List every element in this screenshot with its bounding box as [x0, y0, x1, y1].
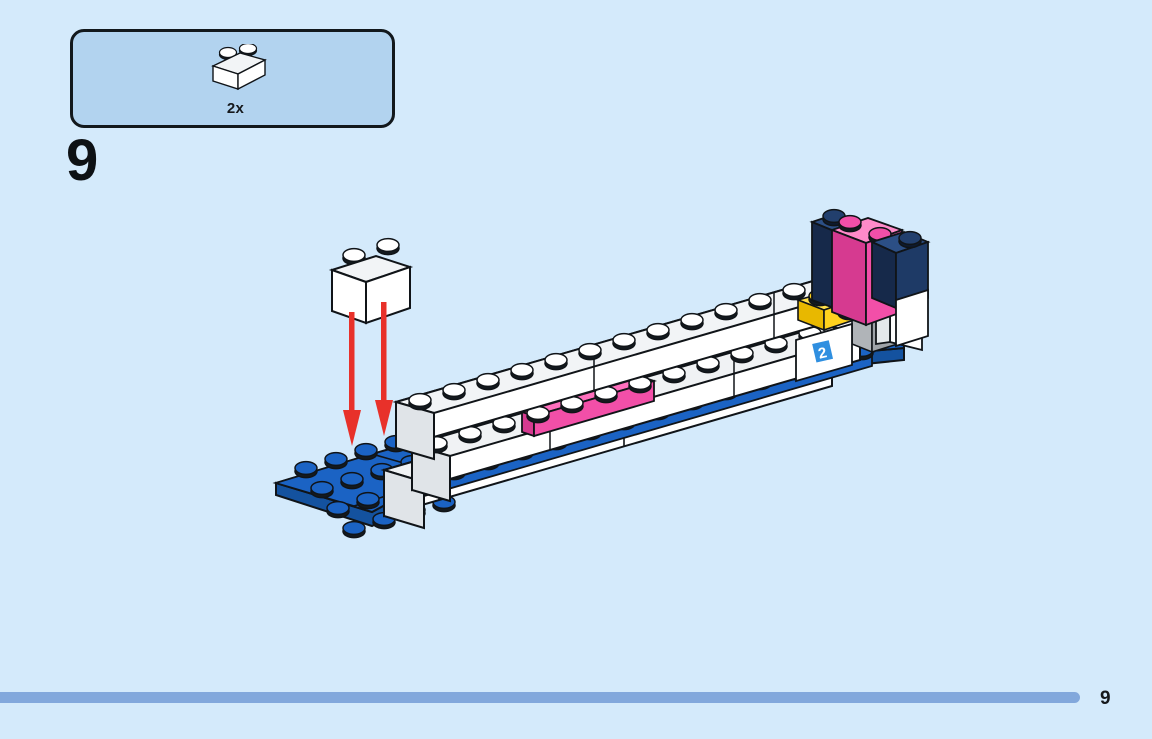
- lego-assembly-illustration: 2: [272, 208, 931, 539]
- placement-arrow-right: [375, 302, 393, 436]
- parts-callout: 2x: [70, 29, 395, 128]
- part-quantity-label: 2x: [226, 100, 245, 117]
- footer-bar: [0, 692, 1080, 703]
- page-number: 9: [1100, 688, 1111, 709]
- placement-arrow-left: [343, 312, 361, 446]
- lego-brick-1x2-white-icon: [211, 44, 267, 91]
- step-number: 9: [66, 128, 98, 193]
- numbered-tile: 2: [795, 322, 853, 383]
- floating-brick-1x2-white: [328, 237, 414, 325]
- tile-badge-number: 2: [817, 344, 829, 362]
- far-right-white-brick: [895, 288, 929, 348]
